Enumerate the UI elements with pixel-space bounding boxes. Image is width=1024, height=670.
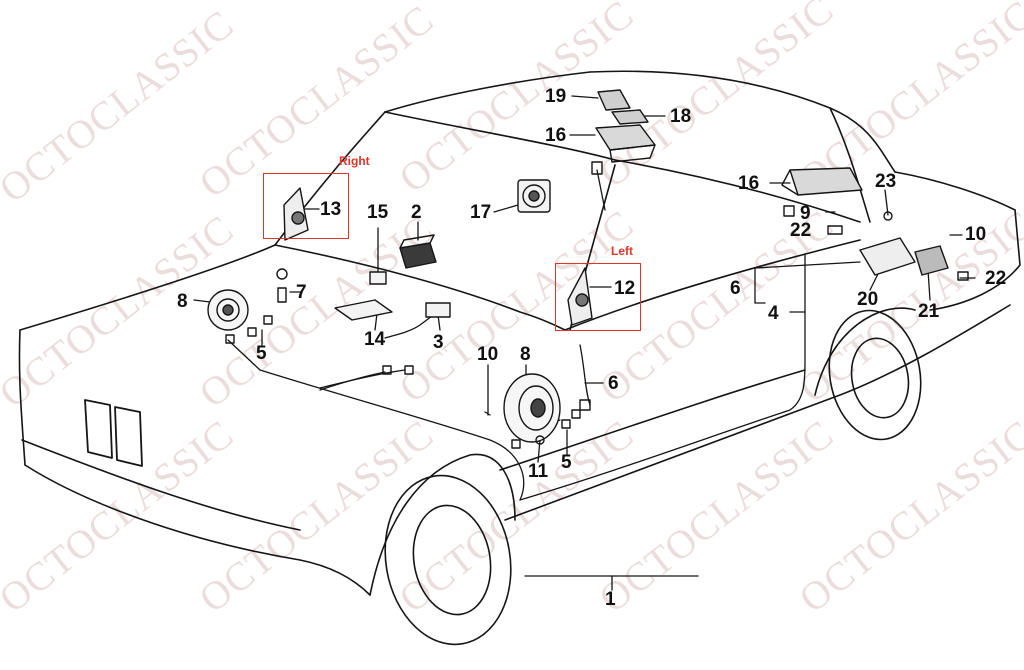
parts xyxy=(207,89,969,449)
callout-22-upper: 22 xyxy=(790,220,812,241)
callout-5-left: 5 xyxy=(561,452,572,473)
callout-7: 7 xyxy=(296,282,307,303)
callout-3: 3 xyxy=(433,332,444,353)
callout-18: 18 xyxy=(670,106,692,127)
left-highlight-box xyxy=(555,263,641,331)
rear-wheel xyxy=(828,309,922,441)
callout-20: 20 xyxy=(857,289,879,310)
callout-16-rear: 16 xyxy=(738,173,760,194)
callout-15: 15 xyxy=(367,202,389,223)
callout-10-rear: 10 xyxy=(965,224,987,245)
callout-8-left: 8 xyxy=(520,344,531,365)
grille xyxy=(84,399,143,467)
callout-5-right: 5 xyxy=(256,343,267,364)
callout-14: 14 xyxy=(364,329,386,350)
callout-19: 19 xyxy=(545,86,567,107)
callout-23: 23 xyxy=(875,171,897,192)
callout-17: 17 xyxy=(470,202,492,223)
leader-lines xyxy=(193,95,976,591)
right-label: Right xyxy=(339,154,370,168)
callout-6-front: 6 xyxy=(608,373,619,394)
callout-21: 21 xyxy=(918,301,940,322)
car-body-outline xyxy=(18,70,1021,596)
callout-9: 9 xyxy=(800,203,811,224)
callout-13: 13 xyxy=(320,199,342,220)
callout-11: 11 xyxy=(528,461,549,482)
left-label: Left xyxy=(611,244,633,258)
callout-1: 1 xyxy=(605,589,616,610)
front-wheel xyxy=(384,474,512,646)
callout-6-rear: 6 xyxy=(730,278,741,299)
wiring-harness xyxy=(227,169,806,501)
callout-8-right: 8 xyxy=(177,291,188,312)
callout-4: 4 xyxy=(768,303,779,324)
callout-12: 12 xyxy=(614,278,636,299)
right-highlight-box xyxy=(263,173,349,239)
callout-2: 2 xyxy=(411,202,422,223)
callout-22-rear: 22 xyxy=(985,268,1007,289)
callout-10-front: 10 xyxy=(477,344,499,365)
callout-16-upper: 16 xyxy=(545,125,567,146)
